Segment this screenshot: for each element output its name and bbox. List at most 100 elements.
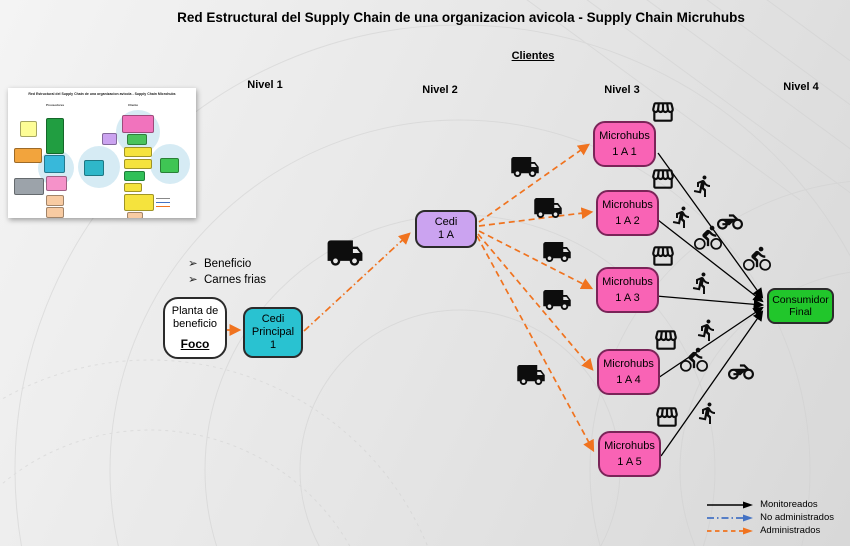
legend: Monitoreados No administrados Administra… (706, 498, 834, 537)
product-bullet-list: ➢Beneficio ➢ Carnes frias (188, 256, 266, 288)
node-label: Microhubs (602, 198, 653, 211)
truck-icon (505, 152, 545, 182)
runner-icon-glyph (697, 319, 714, 341)
node-label: Microhubs (604, 439, 655, 452)
thumbnail-box (124, 159, 152, 169)
node-code: 1 A 3 (615, 291, 640, 304)
scooter-icon-glyph (728, 364, 754, 380)
foco-label: Foco (180, 337, 210, 351)
storefront-icon (650, 166, 676, 192)
node-microhub-1a5: Microhubs 1 A 5 (598, 431, 661, 477)
scooter-icon (726, 359, 756, 385)
node-label: Consumidor (772, 294, 829, 306)
delivery-runner-icon (691, 174, 715, 198)
node-label: Cedi (434, 216, 458, 228)
bicycle-icon-glyph (680, 347, 708, 372)
bicycle-icon (680, 346, 708, 374)
arrow-bullet-icon: ➢ (188, 274, 198, 286)
thumbnail-box (124, 171, 145, 181)
runner-icon-glyph (693, 175, 710, 197)
storefront-icon (650, 99, 676, 125)
storefront-icon-glyph (656, 407, 678, 427)
link-microhub3-consumidor (655, 295, 765, 310)
thumbnail-legend-line (156, 198, 170, 199)
node-label: 1 (269, 339, 277, 351)
truck-icon (537, 285, 577, 315)
node-code: 1 A 5 (617, 455, 642, 468)
slide-thumbnail: Red Estructural del Supply Chain de una … (8, 88, 196, 218)
bullet-text: Carnes frias (204, 274, 266, 286)
storefront-icon (653, 327, 679, 353)
delivery-runner-icon (695, 318, 719, 342)
thumbnail-box (46, 176, 67, 191)
level-label-1: Nivel 1 (247, 79, 283, 91)
delivery-runner-icon (670, 205, 694, 229)
node-label: Cedi (261, 313, 285, 325)
bullet-item: ➢ Carnes frias (188, 272, 266, 288)
node-microhub-1a4: Microhubs 1 A 4 (597, 349, 660, 395)
thumbnail-box (124, 147, 152, 157)
node-label: Principal (251, 326, 295, 338)
legend-label: Monitoreados (760, 499, 818, 510)
page-title: Red Estructural del Supply Chain de una … (177, 10, 745, 25)
node-code: 1 A 4 (616, 373, 641, 386)
node-label: Final (789, 306, 812, 318)
storefront-icon (654, 404, 680, 430)
node-label: Microhubs (603, 357, 654, 370)
node-microhub-1a1: Microhubs 1 A 1 (593, 121, 656, 167)
link-cedi1a-microhub5 (476, 235, 595, 453)
scooter-icon-glyph (717, 214, 743, 230)
thumbnail-box (20, 121, 37, 137)
runner-icon-glyph (692, 272, 709, 294)
delivery-runner-icon (690, 271, 714, 295)
node-microhub-1a2: Microhubs 1 A 2 (596, 190, 659, 236)
legend-row-no-administrados: No administrados (706, 511, 834, 524)
node-consumidor-final: Consumidor Final (767, 288, 834, 324)
legend-row-monitoreados: Monitoreados (706, 498, 834, 511)
thumbnail-legend-line (156, 206, 170, 207)
truck-icon (320, 234, 370, 272)
thumbnail-box (14, 148, 42, 163)
legend-arrowhead (743, 514, 754, 521)
bicycle-icon (743, 245, 771, 273)
truck-icon-glyph (327, 240, 363, 266)
truck-icon-glyph (543, 290, 571, 310)
bicycle-icon-glyph (743, 246, 771, 271)
thumbnail-title: Red Estructural del Supply Chain de una … (28, 92, 176, 96)
legend-arrowhead (743, 527, 754, 534)
thumbnail-box (14, 178, 44, 195)
runner-icon-glyph (672, 206, 689, 228)
node-cedi-principal: Cedi Principal 1 (243, 307, 303, 358)
truck-icon-glyph (534, 198, 562, 218)
thumbnail-box (160, 158, 179, 173)
thumbnail-proveedores-label: Proveedores (46, 103, 65, 107)
truck-icon (511, 360, 551, 390)
thumbnail-box (46, 118, 64, 154)
bullet-item: ➢Beneficio (188, 256, 266, 272)
truck-icon (528, 193, 568, 223)
node-planta-de-beneficio: Planta de beneficio Foco (163, 297, 227, 359)
storefront-icon-glyph (652, 246, 674, 266)
thumbnail-box (46, 195, 64, 206)
truck-icon (537, 237, 577, 267)
storefront-icon (650, 243, 676, 269)
thumbnail-box (46, 207, 64, 218)
thumbnail-box (124, 183, 142, 192)
node-label: 1 A (438, 229, 454, 241)
truck-icon-glyph (511, 157, 539, 177)
thumbnail-box (127, 134, 147, 145)
legend-dashdot-line-sample (707, 514, 754, 521)
node-code: 1 A 2 (615, 214, 640, 227)
node-label: Microhubs (602, 275, 653, 288)
thumbnail-cliente-label: Cliente (128, 103, 139, 107)
node-label: Planta de (171, 305, 219, 317)
storefront-icon-glyph (655, 330, 677, 350)
arrow-bullet-icon: ➢ (188, 258, 198, 270)
runner-icon-glyph (698, 402, 715, 424)
node-label: Microhubs (599, 129, 650, 142)
thumbnail-legend-line (156, 202, 170, 203)
